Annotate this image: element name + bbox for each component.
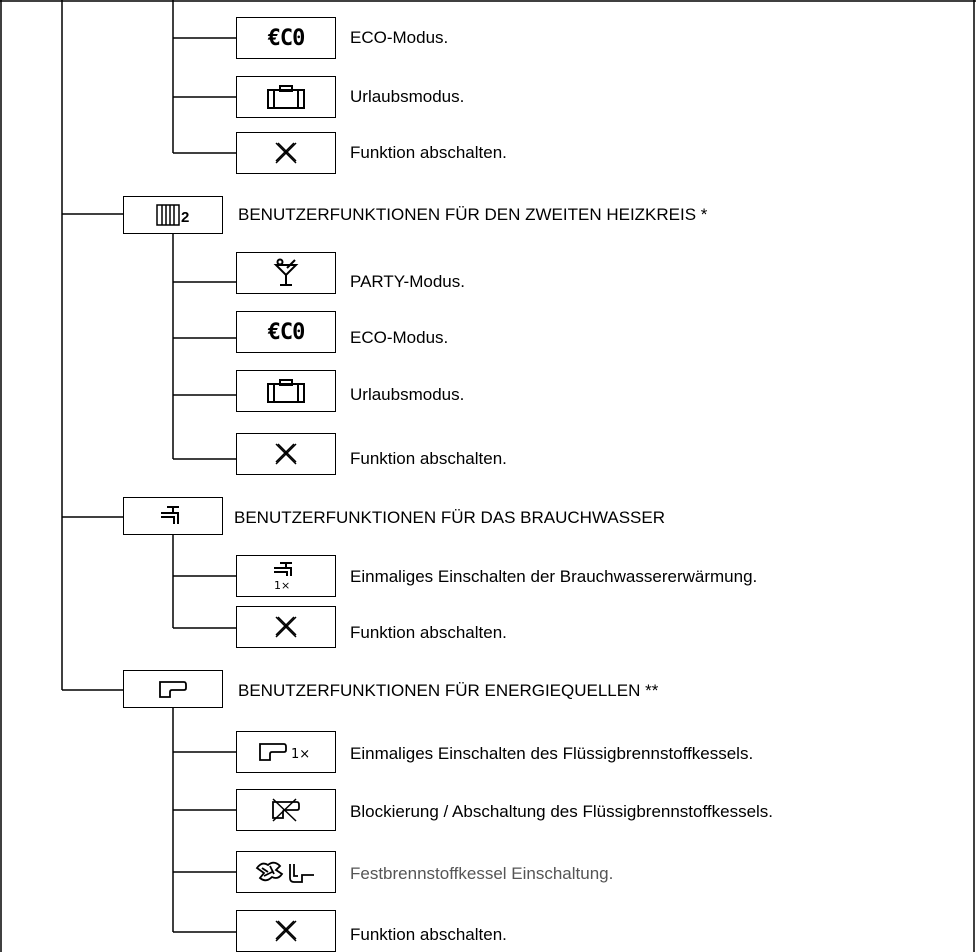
boiler-blocked-icon [272,798,300,822]
function-off-label-4: Funktion abschalten. [350,925,507,944]
holiday-mode-label-2: Urlaubsmodus. [350,385,465,404]
suitcase-icon [267,85,305,109]
hot-water-title: BENUTZERFUNKTIONEN FÜR DAS BRAUCHWASSER [234,508,666,527]
holiday-mode-label: Urlaubsmodus. [350,87,465,106]
function-off-button-2[interactable] [236,433,336,475]
svg-text:1×: 1× [291,747,310,762]
solid-fuel-boiler-button[interactable] [236,851,336,893]
boiler-1x-icon: 1× [259,743,310,762]
energy-sources-title: BENUTZERFUNKTIONEN FÜR ENERGIEQUELLEN ** [238,681,659,700]
second-circuit-button[interactable]: 2 [123,196,223,234]
energy-sources-button[interactable] [123,670,223,708]
cross-icon [275,142,297,164]
eco-icon: €C0 [267,319,306,345]
cocktail-icon [273,258,299,286]
water-tap-1x-icon: 1× [274,562,292,591]
eco-mode-button[interactable]: €C0 [236,17,336,59]
hot-water-button[interactable] [123,497,223,535]
hot-water-once-button[interactable]: 1× [236,555,336,597]
solid-fuel-boiler-label: Festbrennstoffkessel Einschaltung. [350,864,614,883]
oil-boiler-once-label: Einmaliges Einschalten des Flüssigbrenns… [350,744,754,763]
svg-text:1×: 1× [274,579,290,591]
eco-mode-label-2: ECO-Modus. [350,328,449,347]
radiator-2-icon: 2 [156,204,189,226]
solid-fuel-boiler-icon [255,861,314,883]
oil-boiler-block-button[interactable] [236,789,336,831]
function-off-label-3: Funktion abschalten. [350,623,507,642]
eco-icon: €C0 [267,25,306,51]
eco-mode-label: ECO-Modus. [350,28,449,47]
function-off-button-4[interactable] [236,910,336,952]
oil-boiler-block-label: Blockierung / Abschaltung des Flüssigbre… [350,802,774,821]
cross-icon [275,616,297,638]
svg-text:2: 2 [181,209,189,226]
function-off-button-3[interactable] [236,606,336,648]
function-off-label: Funktion abschalten. [350,143,507,162]
function-off-label-2: Funktion abschalten. [350,449,507,468]
hot-water-once-label: Einmaliges Einschalten der Brauchwassere… [350,567,758,586]
cross-icon [275,443,297,465]
party-mode-label: PARTY-Modus. [350,272,465,291]
water-tap-icon [161,506,179,524]
suitcase-icon [267,379,305,403]
eco-mode-button-2[interactable]: €C0 [236,311,336,353]
boiler-icon [159,681,187,698]
oil-boiler-once-button[interactable]: 1× [236,731,336,773]
second-circuit-title: BENUTZERFUNKTIONEN FÜR DEN ZWEITEN HEIZK… [238,205,708,224]
function-off-button[interactable] [236,132,336,174]
party-mode-button[interactable] [236,252,336,294]
holiday-mode-button[interactable] [236,76,336,118]
cross-icon [275,920,297,942]
holiday-mode-button-2[interactable] [236,370,336,412]
